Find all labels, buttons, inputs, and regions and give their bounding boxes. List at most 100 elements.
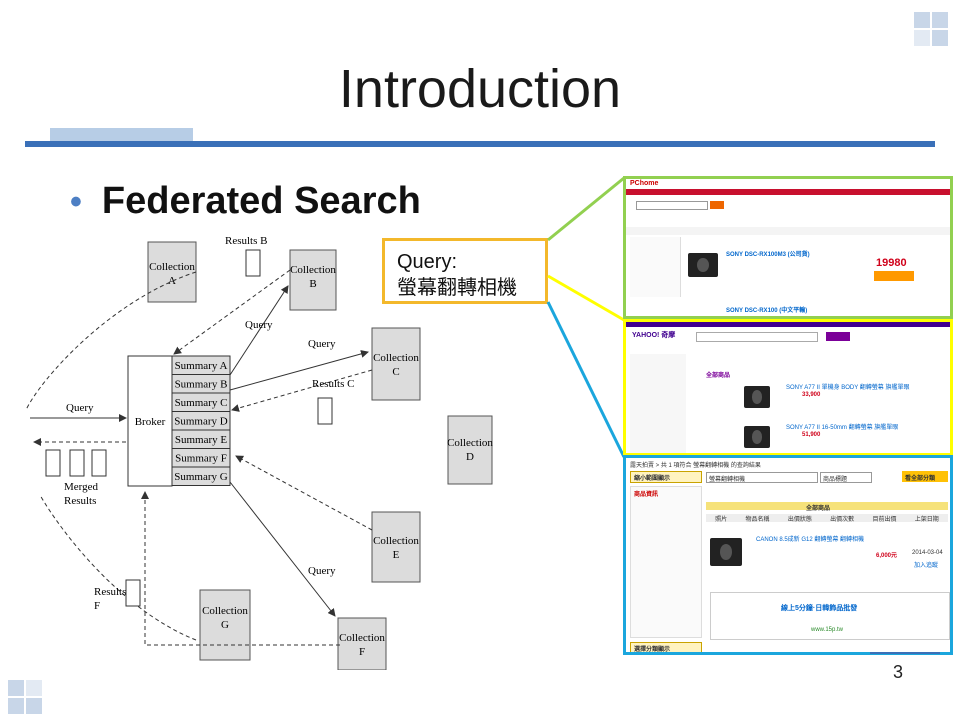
summary-label: Summary C: [175, 397, 228, 409]
yahoo-topbar: [626, 322, 950, 327]
ruten-category-button-label: 看全部分類: [905, 476, 936, 482]
results-b-label: Results B: [225, 235, 267, 247]
decor-square: [8, 680, 24, 696]
title-accent-bar: [50, 128, 193, 142]
results-b-doc-icon: [245, 249, 261, 277]
ruten-item-title[interactable]: CANON 8.5成新 G12 翻轉螢幕 翻轉相機: [756, 537, 865, 543]
collection-g-id: G: [221, 619, 229, 631]
yahoo-product-image-1[interactable]: [744, 386, 770, 408]
collection-e: Collection E: [371, 511, 421, 583]
collection-a-id: A: [168, 275, 176, 287]
pchome-sidebar: [630, 237, 681, 297]
merged-doc-icon: [69, 449, 85, 477]
pchome-search-input[interactable]: [636, 201, 708, 210]
ruten-track-link[interactable]: 加入追蹤: [914, 563, 939, 569]
yahoo-product-image-2[interactable]: [744, 426, 770, 448]
decor-square: [26, 698, 42, 714]
merged-label: Merged: [64, 481, 99, 493]
merged-doc-icon: [45, 449, 61, 477]
ruten-search-input[interactable]: 螢幕翻轉相機: [706, 472, 818, 483]
pchome-logo: PChome: [630, 180, 659, 187]
collection-d: Collection D: [447, 415, 493, 485]
ruten-scope-select[interactable]: 商品標題: [820, 472, 872, 483]
yahoo-tab-all[interactable]: 全部商品: [706, 373, 731, 379]
pchome-search-row: [626, 201, 950, 210]
yahoo-product-title-1[interactable]: SONY A77 II 單機身 BODY 翻轉螢幕 旗艦單眼: [786, 385, 910, 391]
ruten-category-button[interactable]: 看全部分類: [902, 471, 948, 482]
query-label-b: Query: [245, 319, 273, 331]
collection-f-label: Collection: [339, 632, 385, 644]
collection-f: Collection F: [337, 617, 387, 670]
screenshot-pchome: PChome SONY DSC-RX100M3 (公司貨) 19980 SONY…: [623, 176, 953, 319]
ruten-ad-box: 線上5分鐘·日韓飾品批發 www.15p.tw: [710, 592, 950, 640]
collection-g-label: Collection: [202, 605, 248, 617]
merged-doc-icon: [91, 449, 107, 477]
ruten-column-header: 上架日期: [914, 517, 939, 523]
ruten-item-price: 6,000元: [876, 553, 898, 559]
pchome-product-image-1[interactable]: [688, 253, 718, 277]
pchome-toolbar: [626, 227, 950, 235]
page-number: 3: [893, 662, 904, 682]
bullet-dot-icon: •: [70, 183, 82, 221]
decor-square: [26, 680, 42, 696]
collection-g: Collection G: [199, 589, 251, 661]
bullet-item: • Federated Search: [70, 180, 421, 223]
results-f-id: F: [94, 600, 100, 612]
collection-a-label: Collection: [149, 261, 195, 273]
collection-d-id: D: [466, 451, 474, 463]
results-c-doc-icon: [317, 397, 333, 425]
decor-square: [932, 12, 948, 28]
query-callout-label: Query:: [397, 251, 458, 273]
query-label-c: Query: [308, 338, 336, 350]
ruten-result-tab[interactable]: 全部商品: [806, 506, 831, 512]
ruten-search-value: 螢幕翻轉相機: [709, 477, 746, 483]
ruten-column-header: 物品名稱: [745, 517, 770, 523]
broker: Broker: [127, 355, 173, 487]
pchome-search-button[interactable]: [710, 201, 724, 209]
ruten-filter-panel: 商品資訊: [630, 486, 702, 638]
decor-square: [8, 698, 24, 714]
screenshot-yahoo: YAHOO! 奇摩 全部商品 SONY A77 II 單機身 BODY 翻轉螢幕…: [623, 319, 953, 456]
query-callout: Query: 螢幕翻轉相機: [382, 238, 548, 304]
summary-label: Summary E: [175, 434, 228, 446]
decor-square: [914, 12, 930, 28]
summary-box: [171, 466, 231, 486]
page-number-rule: [870, 652, 940, 654]
summary-label: Summary A: [175, 360, 228, 372]
pchome-product-title-2[interactable]: SONY DSC-RX100 (中文平輸): [726, 308, 808, 314]
summary-label: Summary F: [175, 453, 227, 465]
collection-e-label: Collection: [373, 535, 419, 547]
collection-d-label: Collection: [447, 437, 493, 449]
broker-label: Broker: [135, 416, 166, 428]
collection-b-label: Collection: [290, 264, 336, 276]
yahoo-search-button[interactable]: [826, 332, 850, 341]
results-f-label: Results: [94, 586, 126, 598]
ruten-column-header: 目前出價: [872, 517, 897, 523]
ruten-filter-title: 商品資訊: [634, 492, 659, 498]
collection-e-id: E: [393, 549, 400, 561]
ruten-item-date: 2014-03-04: [912, 550, 943, 556]
title-rule: [25, 141, 935, 147]
collection-c: Collection C: [371, 327, 421, 401]
yahoo-product-title-2[interactable]: SONY A77 II 16-50mm 翻轉螢幕 旗艦單眼: [786, 425, 899, 431]
ruten-column-header: 出價次數: [830, 517, 855, 523]
pchome-product-title-1[interactable]: SONY DSC-RX100M3 (公司貨): [726, 252, 810, 258]
query-callout-text: 螢幕翻轉相機: [397, 277, 517, 299]
yahoo-sidebar: [630, 354, 686, 453]
ruten-ad-title[interactable]: 線上5分鐘·日韓飾品批發: [781, 605, 858, 612]
yahoo-search-input[interactable]: [696, 332, 818, 342]
yahoo-price-2: 51,900: [802, 432, 821, 438]
ruten-product-image[interactable]: [710, 538, 742, 566]
collection-a: Collection A: [147, 241, 197, 303]
ruten-scope-value: 商品標題: [823, 477, 848, 483]
bullet-text: Federated Search: [101, 180, 421, 222]
pchome-nav: [626, 189, 950, 195]
decor-square: [932, 30, 948, 46]
federated-search-diagram: Collection A Collection B Collection C C…: [25, 235, 493, 670]
slide-title: Introduction: [338, 59, 622, 119]
collection-b: Collection B: [289, 249, 337, 311]
ruten-header: 露天拍賣 > 共 1 項符合 螢幕翻轉相機 的查詢結果: [630, 463, 761, 469]
pchome-add-cart-button[interactable]: [874, 271, 914, 281]
ruten-ad-url[interactable]: www.15p.tw: [811, 627, 844, 633]
